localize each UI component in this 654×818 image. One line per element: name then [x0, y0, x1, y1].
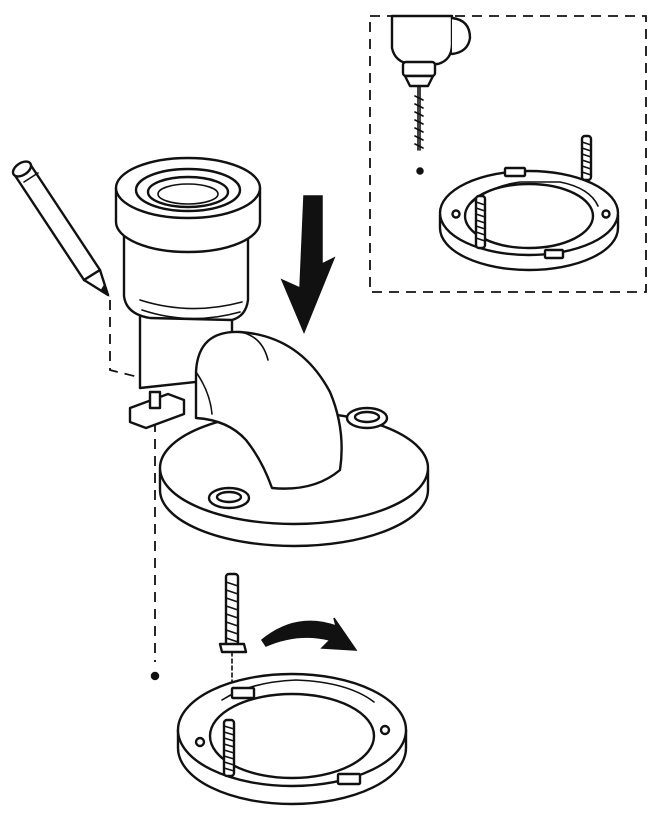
curved-arrow-icon [260, 617, 358, 651]
inset-bolt-slot [503, 166, 527, 178]
bolt-icon [580, 134, 593, 182]
inset-flange-ring [438, 166, 620, 272]
floor-bolt-slot [230, 686, 256, 700]
pencil-icon [11, 160, 110, 297]
floor-flange-ring [176, 672, 408, 806]
drill-icon [390, 14, 472, 151]
elbow-fitting [114, 156, 430, 548]
down-arrow-icon [280, 195, 336, 334]
inset-bolt-slot [543, 248, 565, 260]
inset-dashed-frame [369, 15, 647, 293]
mounting-tab [128, 392, 186, 430]
drill-detail-inset [369, 14, 647, 293]
bolt-icon [474, 194, 487, 250]
tab-bolt [148, 390, 162, 410]
bolt-icon [218, 572, 248, 654]
elbow-inlet-opening [146, 175, 230, 209]
inset-screw-hole [451, 209, 461, 219]
floor-bolt-slot [336, 772, 362, 786]
floor-screw-hole [194, 736, 206, 748]
drill-hole-mark [416, 167, 424, 175]
floor-hole-mark [150, 671, 160, 681]
bolt-icon [222, 718, 236, 778]
floor-screw-hole [379, 724, 391, 736]
inset-screw-hole [601, 209, 611, 219]
